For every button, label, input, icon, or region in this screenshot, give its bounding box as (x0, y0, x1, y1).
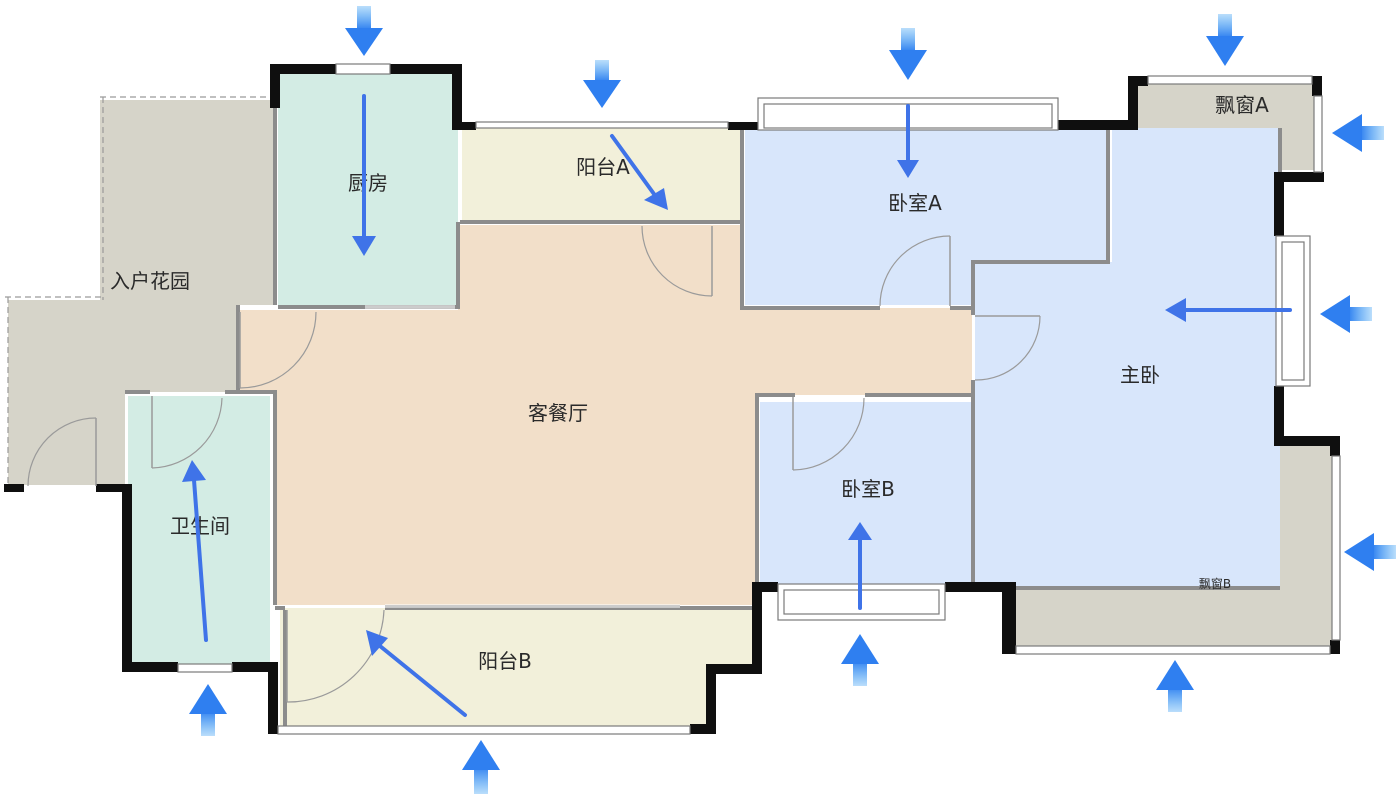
airflow-arrow-icon (1165, 298, 1292, 322)
entry-arrow-down-icon (1206, 14, 1244, 66)
entry-arrow-down-icon (583, 60, 621, 108)
exterior-walls (4, 64, 1340, 734)
airflow-arrow-icon (352, 94, 376, 256)
room-fill-bay-window-b (1010, 440, 1338, 648)
entry-arrow-left-icon (1344, 533, 1396, 571)
bay-b-window-side (1331, 455, 1341, 641)
room-fill-balcony-b (280, 608, 752, 728)
room-fill-kitchen (278, 72, 458, 305)
room-fill-living-dining (240, 225, 972, 605)
room-fills (8, 72, 1338, 728)
bay-b-window-bottom (1015, 645, 1331, 655)
airflow-arrow-icon (366, 630, 467, 717)
balcony-b-door (286, 609, 385, 703)
label-master-bedroom: 主卧 (1120, 363, 1160, 387)
garden-entry-door (27, 417, 97, 487)
room-fill-balcony-a (462, 128, 742, 220)
balcony-a-door (641, 225, 713, 297)
label-bay-window-b: 飘窗B (1199, 577, 1231, 591)
bedroom-b-door (792, 397, 865, 471)
living-entry-door (239, 311, 317, 389)
entry-arrow-up-icon (1156, 660, 1194, 712)
bedroom-a-door (879, 235, 951, 307)
room-fill-bedroom-b (760, 402, 972, 584)
bathroom-window (177, 663, 233, 673)
entry-arrow-left-icon (1332, 114, 1384, 152)
label-balcony-b: 阳台B (478, 649, 532, 673)
airflow-arrow-icon (897, 104, 919, 178)
room-fill-garden (8, 100, 275, 485)
entry-arrow-down-icon (345, 6, 383, 56)
room-labels: 入户花园 厨房 阳台A 卧室A 飘窗A 客餐厅 卫生间 卧室B 主卧 阳台B 飘… (110, 93, 1269, 673)
entry-arrow-up-icon (841, 634, 879, 686)
balcony-b-window (277, 725, 691, 735)
room-fill-master-bedroom (975, 128, 1280, 588)
label-kitchen: 厨房 (348, 171, 388, 195)
label-bay-window-a: 飘窗A (1215, 93, 1269, 117)
entry-arrow-up-icon (189, 684, 227, 736)
balcony-a-window (475, 121, 729, 129)
master-bedroom-door (974, 315, 1041, 381)
label-garden: 入户花园 (110, 269, 190, 293)
airflow-arrow-icon (848, 522, 872, 610)
bathroom-door (151, 396, 223, 469)
interior-walls (125, 100, 1282, 728)
label-bedroom-a: 卧室A (888, 191, 942, 215)
garden-boundary (5, 96, 275, 488)
kitchen-window (335, 63, 391, 75)
airflow-arrow-icon (610, 134, 668, 210)
entry-arrow-up-icon (462, 740, 500, 794)
bay-a-window-top (1147, 75, 1313, 85)
airflow-arrow-icon (182, 460, 208, 642)
room-fill-bay-window-a (1135, 84, 1315, 170)
entry-arrows (189, 6, 1396, 794)
label-balcony-a: 阳台A (576, 155, 630, 179)
airflow-arrows (182, 94, 1292, 717)
doors (27, 225, 1041, 703)
bay-a-window-side (1313, 95, 1323, 173)
label-living-dining: 客餐厅 (528, 401, 588, 425)
entry-arrow-down-icon (889, 28, 927, 80)
entry-arrow-left-icon (1320, 295, 1372, 333)
label-bedroom-b: 卧室B (841, 477, 895, 501)
